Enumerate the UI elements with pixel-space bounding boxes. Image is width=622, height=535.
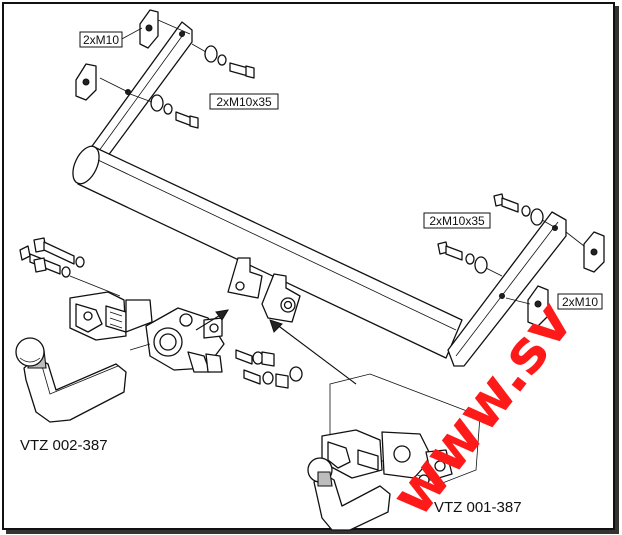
top-bolt-1 (204, 45, 255, 79)
label-bolt-right: 2xM10x35 (423, 212, 491, 229)
model-label-right: VTZ 001-387 (434, 499, 522, 516)
ball-arm-left (15, 337, 127, 423)
label-bolt-top: 2xM10x35 (209, 93, 279, 110)
model-label-left: VTZ 002-387 (20, 437, 108, 454)
leader-lines (99, 19, 585, 305)
label-nut-top-text: 2xM10 (83, 33, 119, 47)
left-hardware (19, 237, 121, 297)
label-bolt-top-text: 2xM10x35 (216, 95, 272, 109)
right-bolt-1 (493, 193, 544, 226)
ball-mount-assembly-left (69, 291, 225, 373)
label-nut-right: 2xM10 (557, 293, 603, 310)
lower-right-hardware (235, 349, 303, 389)
right-bolt-2 (437, 241, 488, 274)
label-nut-top: 2xM10 (79, 31, 123, 48)
top-nut-plate-2 (75, 63, 97, 101)
ball-mount-assembly-right (307, 373, 481, 531)
center-mounting-lugs (227, 257, 301, 323)
label-bolt-right-text: 2xM10x35 (429, 214, 485, 228)
top-nut-plate-1 (139, 9, 159, 49)
top-bolt-2 (150, 94, 199, 129)
right-nut-plate-1 (583, 231, 605, 273)
right-nut-plate-2 (527, 285, 549, 327)
crossbar-tube (72, 145, 463, 359)
assembly-arrows (195, 309, 357, 385)
label-nut-right-text: 2xM10 (562, 295, 598, 309)
